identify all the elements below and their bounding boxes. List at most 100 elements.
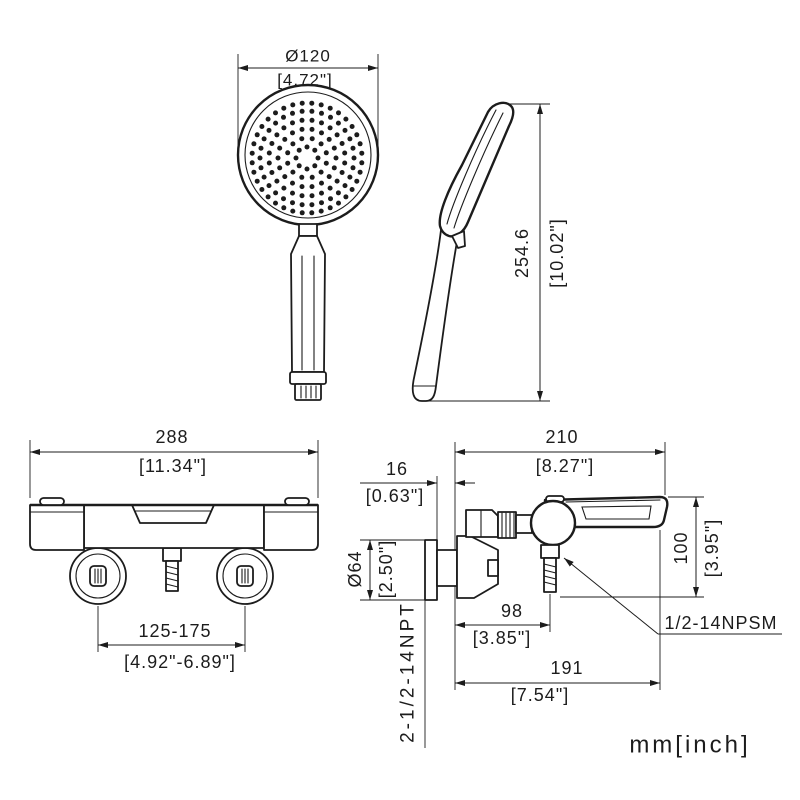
- dimension-label-mm: 125-175: [138, 621, 211, 641]
- spray-hole: [277, 165, 283, 171]
- spray-hole: [327, 105, 333, 111]
- spray-hole: [281, 185, 287, 191]
- spray-hole: [251, 169, 257, 175]
- spray-hole: [273, 190, 279, 196]
- spray-hole: [281, 196, 286, 202]
- spray-hole: [304, 144, 310, 150]
- spray-hole: [304, 166, 310, 172]
- spray-hole: [336, 110, 341, 116]
- spray-hole: [290, 169, 296, 175]
- spray-hole: [290, 130, 295, 136]
- spray-hole: [326, 174, 332, 180]
- spray-hole: [273, 120, 279, 126]
- dimension-label-mm: 210: [545, 427, 578, 447]
- spray-hole: [299, 126, 305, 132]
- spray-hole: [254, 132, 260, 138]
- spray-hole: [336, 200, 341, 206]
- units-note: mm[inch]: [629, 732, 750, 759]
- spray-hole: [318, 208, 324, 214]
- spray-hole: [318, 169, 324, 175]
- outlet-nut: [162, 547, 182, 562]
- mixer-side-view: 210 [8.27"] 16 [0.63"] Ø64 [2.50"] 2-1/2…: [345, 427, 782, 748]
- outlet-thread-label: 1/2-14NPSM: [664, 613, 777, 633]
- side-handle: [411, 229, 459, 402]
- spray-hole: [318, 141, 324, 147]
- dimension-label-inch: [8.27"]: [536, 456, 594, 476]
- spray-hole: [333, 155, 339, 161]
- inlet-stub: [436, 549, 458, 587]
- spray-hole: [273, 200, 278, 206]
- fitting-ridge: [543, 563, 557, 568]
- spray-hole: [342, 150, 348, 156]
- spray-hole: [274, 178, 280, 184]
- handle-body: [290, 235, 326, 373]
- spray-hole: [299, 117, 305, 123]
- mixer-front-view: 288 [11.34"] 125-175 [4.92"-6.89"]: [29, 427, 319, 672]
- spray-hole: [309, 202, 315, 208]
- hand-shower-front-view: Ø120 [4.72"]: [236, 47, 380, 401]
- spray-hole: [327, 125, 333, 131]
- fitting-ridge: [165, 565, 179, 570]
- inlet-thread-label: 2-1/2-14NPT: [398, 601, 419, 743]
- spray-hole: [257, 155, 263, 161]
- spray-hole: [331, 145, 337, 151]
- spray-hole: [309, 117, 315, 123]
- spray-hole: [328, 196, 333, 202]
- outlet-fitting: [543, 557, 557, 593]
- dimension-label-inch: [3.85"]: [473, 628, 531, 648]
- spray-hole: [290, 102, 296, 108]
- spray-hole: [281, 205, 287, 211]
- spray-hole: [323, 150, 329, 156]
- spray-hole: [331, 165, 337, 171]
- spray-hole: [265, 194, 271, 200]
- handle-end-band: [289, 371, 327, 385]
- spray-hole: [266, 183, 272, 189]
- spray-hole: [299, 184, 305, 190]
- spray-hole: [259, 124, 265, 129]
- spray-hole: [299, 108, 305, 114]
- spray-hole: [334, 178, 340, 184]
- body-recess: [581, 505, 652, 520]
- spray-hole: [249, 160, 255, 166]
- spray-hole: [309, 193, 315, 199]
- spray-hole: [357, 141, 363, 147]
- spray-hole: [319, 190, 324, 196]
- spray-hole: [285, 150, 291, 156]
- knob-cap: [39, 497, 65, 506]
- spray-hole: [277, 145, 283, 151]
- spray-hole: [334, 132, 340, 138]
- ridged-nut: [497, 511, 517, 539]
- dimension-label-inch: [7.54"]: [511, 685, 569, 705]
- spray-hole: [347, 136, 353, 142]
- spray-hole: [319, 180, 324, 186]
- spray-hole: [258, 165, 264, 171]
- spray-hole: [299, 136, 305, 142]
- spray-hole: [354, 132, 360, 138]
- spray-hole: [335, 190, 341, 196]
- spray-hole: [290, 141, 296, 147]
- spray-hole: [290, 180, 295, 186]
- connector-inner-ring: [75, 553, 121, 599]
- spray-hole: [266, 150, 272, 156]
- spray-hole: [315, 155, 321, 161]
- spray-hole: [285, 160, 291, 166]
- spray-hole: [350, 145, 356, 151]
- spray-hole: [293, 155, 299, 161]
- spray-hole: [299, 202, 305, 208]
- spray-hole: [299, 210, 305, 216]
- spray-hole: [309, 210, 315, 216]
- spray-hole: [359, 150, 365, 156]
- spray-hole: [319, 130, 324, 136]
- spray-hole: [275, 155, 281, 161]
- spray-hole: [261, 136, 267, 142]
- dimension-label-inch: [10.02"]: [547, 218, 567, 287]
- spray-hole: [350, 165, 356, 171]
- fitting-ridge: [165, 571, 179, 576]
- spray-hole: [335, 120, 341, 126]
- hand-shower-side-view: 254.6 [10.02"]: [411, 101, 567, 402]
- dimension-label-inch: [4.92"-6.89"]: [124, 652, 236, 672]
- hose-connector: [294, 383, 322, 401]
- spray-hole: [296, 163, 302, 169]
- knob-cap: [284, 497, 310, 506]
- spray-hole: [265, 116, 271, 122]
